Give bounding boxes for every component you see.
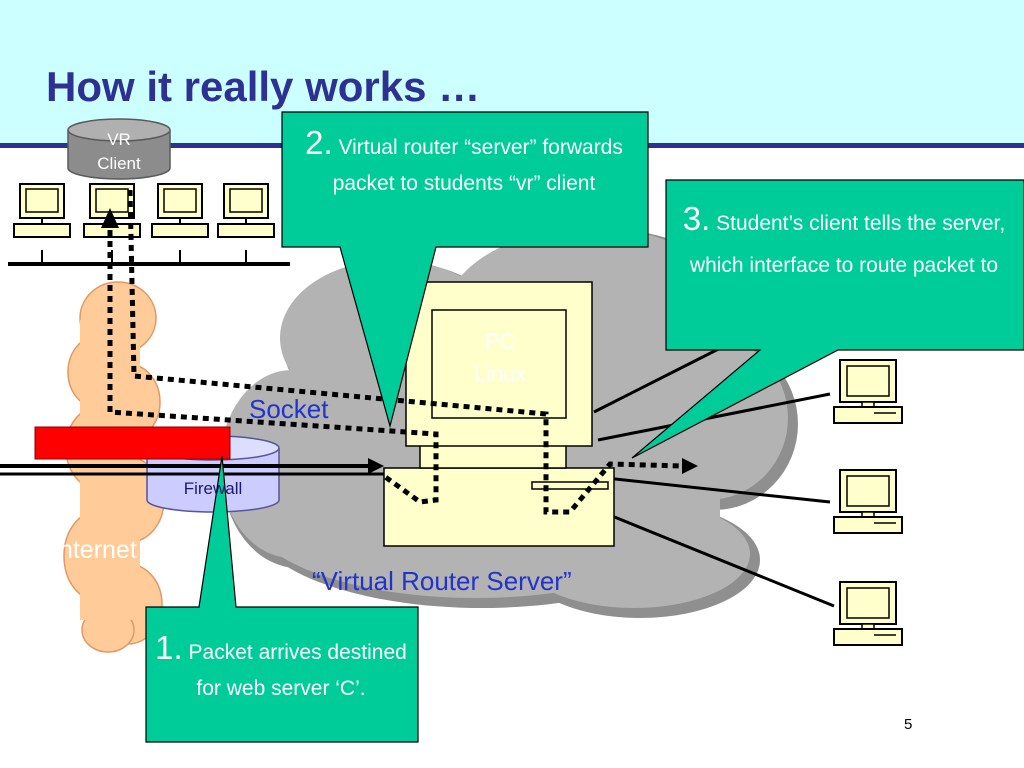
vr-client-label: VR Client [68,128,170,176]
dotted-packet-path [107,189,683,515]
vr-client-label-line2: Client [97,153,141,173]
callout-2-text: 2. Virtual router “server” forwards pack… [288,118,640,199]
callout-2-number: 2. [305,124,333,161]
callout-1-number: 1. [155,629,183,666]
callout-3-text: 3. Student’s client tells the server, wh… [670,190,1018,285]
callout-3-body: Student’s client tells the server, which… [689,212,1006,277]
pc-label-line1: PC [484,329,516,354]
vr-client-label-line1: VR [107,130,131,149]
pc-linux-label: PC Linux [436,326,564,390]
callout-2-body: Virtual router “server” forwards packet … [332,136,623,195]
lan-top [8,250,290,266]
firewall-label: Firewall [183,479,243,498]
internet-label: Internet [52,536,137,564]
slide-title: How it really works … [46,63,481,110]
workstation-3 [151,183,209,238]
path-arrowhead-right [682,458,698,474]
incoming-packet-lines [0,458,384,476]
callout-3 [631,179,1024,459]
vr-client-cylinder [67,118,171,180]
callout-1 [145,455,419,743]
workstation-1 [13,183,71,238]
virtual-router-server-label: “Virtual Router Server” [312,566,572,596]
workstation-4 [217,183,275,238]
path-arrowhead-up [101,208,119,228]
callout-1-text: 1. Packet arrives destined for web serve… [150,622,412,706]
router-box [383,467,615,547]
linux-pc [405,281,593,469]
callout-1-body: Packet arrives destined for web server ‘… [188,641,407,701]
callout-2 [281,111,649,429]
page-number: 5 [904,716,913,733]
server-a [833,359,903,424]
server-b [833,469,903,534]
red-packet [34,426,231,460]
callout-3-number: 3. [682,200,711,237]
socket-label: Socket [249,394,329,424]
server-c [833,581,903,646]
pc-label-line2: Linux [473,360,527,386]
